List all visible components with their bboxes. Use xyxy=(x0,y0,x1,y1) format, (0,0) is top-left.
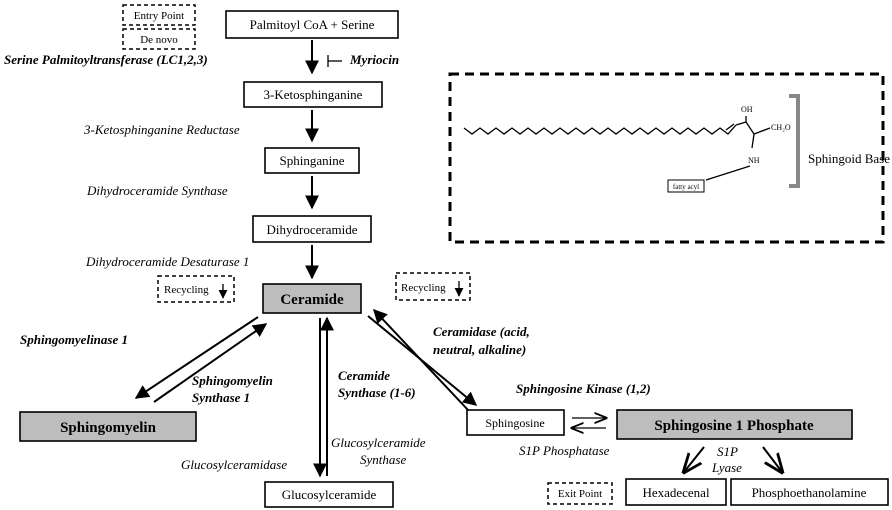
node-palmitoyl-coa: Palmitoyl CoA + Serine xyxy=(225,10,399,39)
enzyme-sms-line1: Sphingomyelin xyxy=(192,373,273,388)
nh-label: NH xyxy=(748,156,760,165)
node-phosphoethanolamine: Phosphoethanolamine xyxy=(730,478,889,506)
ch2o-bond xyxy=(753,127,771,135)
recycling-left-label: Recycling xyxy=(164,284,209,296)
enzyme-s1pp: S1P Phosphatase xyxy=(519,443,610,458)
ch2o-label: CH₂O xyxy=(771,123,791,132)
enzyme-cdase-line2: neutral, alkaline) xyxy=(433,342,526,357)
hydrocarbon-chain xyxy=(463,124,737,135)
arrow-sphingomyelin-to-ceramide xyxy=(153,323,268,403)
recycling-left: Recycling xyxy=(157,275,235,303)
enzyme-cers-line2: Synthase (1-6) xyxy=(338,385,416,400)
entry-point-label: Entry Point xyxy=(134,10,184,22)
amide-bond xyxy=(705,165,751,181)
enzyme-ksr: 3-Ketosphinganine Reductase xyxy=(83,122,240,137)
inhibitor-myriocin: Myriocin xyxy=(349,52,399,67)
fatty-acyl-label: fatty acyl xyxy=(673,183,699,191)
reversible-arrow-sphingosine-s1p xyxy=(572,418,606,428)
arrow-s1p-to-hexadecenal xyxy=(684,446,705,472)
entry-point-legend: Entry Point xyxy=(122,4,196,26)
nh-bond xyxy=(751,133,755,149)
node-sphinganine: Sphinganine xyxy=(264,147,360,174)
enzyme-sphk: Sphingosine Kinase (1,2) xyxy=(516,381,651,396)
de-novo-legend: De novo xyxy=(122,28,196,50)
enzyme-dhcs: Dihydroceramide Synthase xyxy=(86,183,228,198)
exit-point-label: Exit Point xyxy=(558,488,602,500)
node-sphingosine: Sphingosine xyxy=(466,409,565,436)
node-3-ketosphinganine: 3-Ketosphinganine xyxy=(243,81,383,108)
enzyme-gcs-line2: Synthase xyxy=(360,452,406,467)
de-novo-label: De novo xyxy=(140,34,178,46)
sphingoid-base-label: Sphingoid Base xyxy=(808,151,890,166)
recycling-right-label: Recycling xyxy=(401,282,446,294)
node-ceramide-label: Ceramide xyxy=(280,292,344,308)
enzyme-gcase: Glucosylceramidase xyxy=(181,457,287,472)
node-sphingomyelin: Sphingomyelin xyxy=(19,411,197,442)
chain-end xyxy=(735,121,755,135)
enzyme-cers-line1: Ceramide xyxy=(338,368,390,383)
enzyme-s1pl-line2: Lyase xyxy=(711,460,742,475)
node-ketosphinganine-label: 3-Ketosphinganine xyxy=(264,87,363,102)
node-glucosylceramide-label: Glucosylceramide xyxy=(282,487,377,502)
node-sphingosine-label: Sphingosine xyxy=(485,416,544,430)
arrow-sphingosine-to-ceramide xyxy=(373,308,469,411)
node-s1p-label: Sphingosine 1 Phosphate xyxy=(654,418,814,434)
node-s1p: Sphingosine 1 Phosphate xyxy=(616,409,853,440)
node-sphingomyelin-label: Sphingomyelin xyxy=(60,420,157,436)
inhibition-mark xyxy=(327,55,342,67)
oh-label: OH xyxy=(741,105,753,114)
node-ceramide: Ceramide xyxy=(262,283,362,314)
recycling-right: Recycling xyxy=(395,272,471,301)
double-bond xyxy=(725,123,735,131)
arrow-s1p-to-phosphoethanolamine xyxy=(762,446,782,472)
node-palmitoyl-label: Palmitoyl CoA + Serine xyxy=(250,17,375,32)
node-hexadecenal-label: Hexadecenal xyxy=(642,485,710,500)
node-sphinganine-label: Sphinganine xyxy=(280,153,345,168)
node-phosphoethanolamine-label: Phosphoethanolamine xyxy=(752,485,867,500)
node-glucosylceramide: Glucosylceramide xyxy=(264,481,394,508)
enzyme-sms-line2: Synthase 1 xyxy=(192,390,250,405)
enzyme-s1pl-line1: S1P xyxy=(717,444,738,459)
node-dihydroceramide-label: Dihydroceramide xyxy=(267,222,358,237)
enzyme-gcs-line1: Glucosylceramide xyxy=(331,435,426,450)
exit-point-legend: Exit Point xyxy=(547,482,613,505)
enzyme-smase: Sphingomyelinase 1 xyxy=(20,332,128,347)
enzyme-cdase-line1: Ceramidase (acid, xyxy=(433,324,530,339)
arrow-ceramide-to-sphingomyelin xyxy=(134,316,259,399)
enzyme-dhcd: Dihydroceramide Desaturase 1 xyxy=(85,254,249,269)
enzyme-spt: Serine Palmitoyltransferase (LC1,2,3) xyxy=(4,52,208,67)
node-dihydroceramide: Dihydroceramide xyxy=(252,215,372,243)
node-hexadecenal: Hexadecenal xyxy=(625,478,727,506)
bracket xyxy=(789,94,800,188)
sphingoid-base-panel: OH CH₂O NH fatty acyl Sphingoid Base xyxy=(448,72,890,244)
